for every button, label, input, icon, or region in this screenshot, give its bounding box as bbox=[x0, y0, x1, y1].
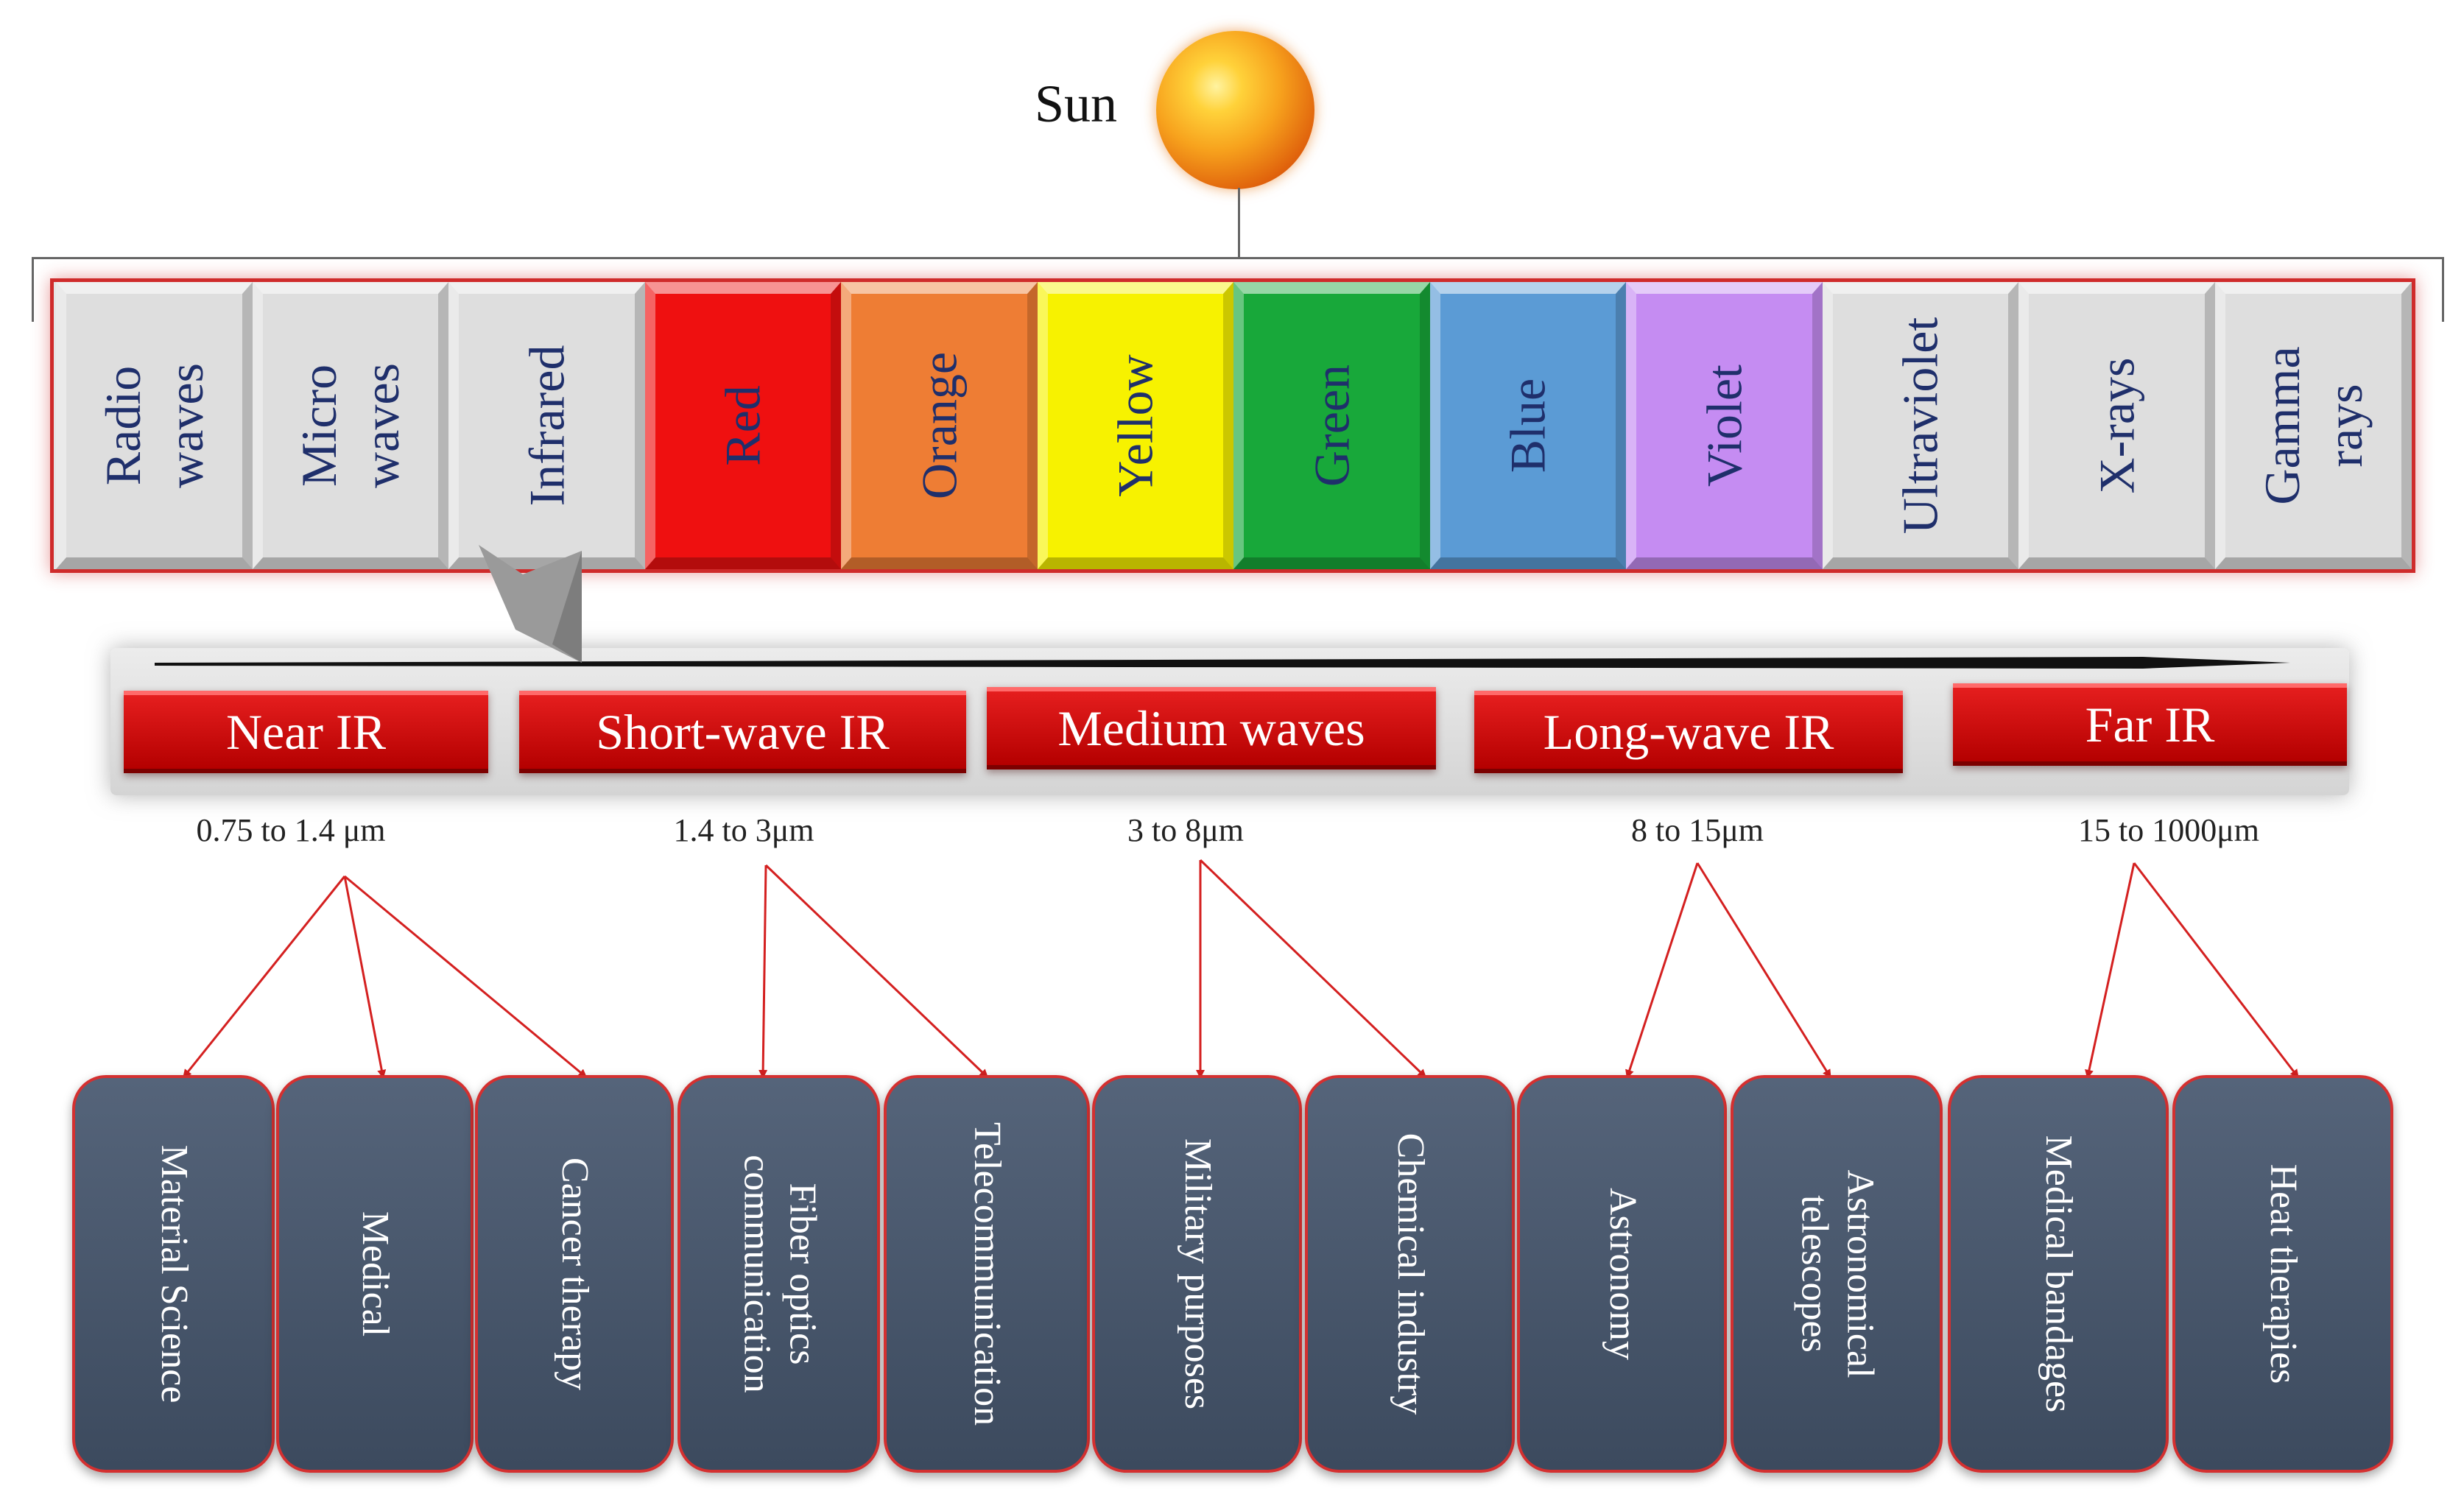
arrow-short-wave-telecom bbox=[764, 864, 989, 1079]
app-box-astronomical-telescopes: Astronomical telescopes bbox=[1731, 1075, 1943, 1473]
ir-region-far-ir: Far IR bbox=[1953, 683, 2347, 766]
arrow-near-ir-medical bbox=[343, 876, 387, 1079]
app-box-telecommunication: Telecommunication bbox=[884, 1075, 1090, 1473]
app-box-medical-bandages: Medical bandages bbox=[1948, 1075, 2169, 1473]
app-box-heat-therapies: Heat therapies bbox=[2172, 1075, 2393, 1473]
ir-region-near-ir: Near IR bbox=[124, 691, 488, 773]
band-blue: Blue bbox=[1430, 282, 1626, 569]
app-label: Fiber optics communication bbox=[735, 1155, 823, 1393]
infrared-chevron-icon bbox=[479, 545, 582, 663]
range-label-near-ir: 0.75 to 1.4 μm bbox=[196, 812, 386, 848]
app-label: Heat therapies bbox=[2262, 1163, 2305, 1384]
arrow-near-ir-cancer-therapy bbox=[344, 875, 588, 1078]
app-label: Cancer therapy bbox=[554, 1157, 596, 1391]
band-yellow: Yellow bbox=[1038, 282, 1233, 569]
app-label: Chemical industry bbox=[1389, 1133, 1432, 1415]
arrow-long-wave-astronomy bbox=[1625, 862, 1699, 1079]
band-green: Green bbox=[1233, 282, 1430, 569]
arrow-far-ir-bandages bbox=[2085, 862, 2136, 1079]
app-label: Astronomy bbox=[1601, 1188, 1644, 1360]
app-box-military-purposes: Military purposes bbox=[1092, 1075, 1302, 1473]
arrow-long-wave-telescopes bbox=[1696, 862, 1831, 1079]
sun-connector bbox=[1238, 188, 1240, 258]
app-box-material-science: Material Science bbox=[72, 1075, 275, 1473]
range-label-far-ir: 15 to 1000μm bbox=[2077, 812, 2260, 848]
band-x-rays: X-rays bbox=[2018, 282, 2215, 569]
band-micro-waves: Micro waves bbox=[253, 282, 448, 569]
wavelength-arrow bbox=[155, 657, 2290, 669]
ir-region-short-wave-ir: Short-wave IR bbox=[519, 691, 966, 773]
arrow-far-ir-heat bbox=[2133, 862, 2299, 1079]
app-label: Medical bbox=[354, 1211, 397, 1337]
app-label: Military purposes bbox=[1176, 1138, 1219, 1410]
band-orange: Orange bbox=[841, 282, 1038, 569]
app-box-astronomy: Astronomy bbox=[1517, 1075, 1727, 1473]
band-radio-waves: Radio waves bbox=[56, 282, 253, 569]
app-label: Astronomical telescopes bbox=[1793, 1169, 1882, 1378]
app-label: Telecommunication bbox=[966, 1121, 1009, 1426]
arrow-short-wave-fiber bbox=[758, 864, 768, 1079]
spectrum-bracket-right bbox=[2442, 257, 2444, 322]
range-label-long-wave-ir: 8 to 15μm bbox=[1630, 812, 1764, 848]
ir-region-long-wave-ir: Long-wave IR bbox=[1474, 691, 1903, 773]
arrow-medium-chemical bbox=[1199, 859, 1427, 1079]
spectrum-bracket-top bbox=[32, 257, 2444, 259]
app-box-fiber-optics: Fiber optics communication bbox=[677, 1075, 880, 1473]
range-label-medium-waves: 3 to 8μm bbox=[1127, 812, 1245, 848]
app-label: Material Science bbox=[152, 1144, 195, 1403]
range-label-short-wave-ir: 1.4 to 3μm bbox=[673, 812, 814, 848]
app-box-medical: Medical bbox=[276, 1075, 474, 1473]
app-box-cancer-therapy: Cancer therapy bbox=[475, 1075, 674, 1473]
spectrum-bracket-left bbox=[32, 257, 34, 322]
arrow-near-ir-material-science bbox=[183, 876, 346, 1079]
sun-label: Sun bbox=[1035, 74, 1118, 133]
app-box-chemical-industry: Chemical industry bbox=[1305, 1075, 1515, 1473]
ir-region-medium-waves: Medium waves bbox=[987, 687, 1436, 769]
app-label: Medical bandages bbox=[2038, 1135, 2080, 1413]
band-gamma-rays: Gamma rays bbox=[2215, 282, 2412, 569]
sun-icon bbox=[1156, 31, 1314, 189]
band-violet: Violet bbox=[1626, 282, 1823, 569]
band-red: Red bbox=[645, 282, 841, 569]
band-ultraviolet: Ultraviolet bbox=[1823, 282, 2018, 569]
